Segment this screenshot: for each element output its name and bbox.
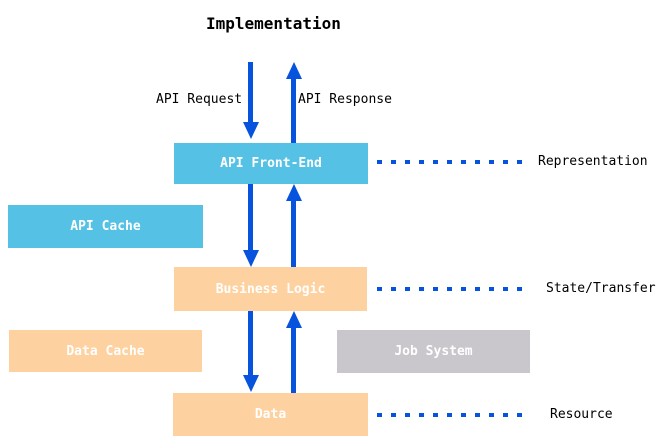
job-system-label: Job System <box>394 344 473 359</box>
arrow-shaft <box>248 184 253 252</box>
arrow-head <box>286 62 302 79</box>
arrow-down-icon <box>243 184 259 267</box>
api-front-end-label: API Front-End <box>220 156 322 171</box>
arrow-up-icon <box>286 311 302 395</box>
api-cache-label: API Cache <box>70 219 141 234</box>
api-request-label: API Request <box>156 92 243 107</box>
api-cache-box: API Cache <box>8 205 203 248</box>
data-box: Data <box>173 393 368 436</box>
business-logic-label: Business Logic <box>215 281 326 297</box>
resource-dashed-line <box>377 413 523 417</box>
arrow-head <box>243 375 259 392</box>
diagram-title: Implementation <box>206 14 341 33</box>
arrow-down-icon <box>243 311 259 392</box>
resource-label: Resource <box>550 407 613 422</box>
representation-dashed-line <box>377 160 523 164</box>
data-label: Data <box>254 407 287 422</box>
arrow-up-icon <box>286 62 302 143</box>
state-transfer-dashed-line <box>377 287 523 291</box>
arrow-head <box>243 250 259 267</box>
state-transfer-label: State/Transfer <box>546 281 656 296</box>
arrow-head <box>243 122 259 139</box>
arrow-shaft <box>248 311 253 377</box>
data-cache-box: Data Cache <box>9 330 202 372</box>
data-cache-label: Data Cache <box>66 343 145 359</box>
arrow-up-icon <box>286 184 302 267</box>
job-system-box: Job System <box>337 330 530 373</box>
arrow-down-icon <box>243 62 259 139</box>
arrow-head <box>286 311 302 328</box>
api-front-end-box: API Front-End <box>174 143 368 184</box>
arrow-shaft <box>291 326 296 395</box>
arrow-shaft <box>291 199 296 267</box>
arrow-head <box>286 184 302 201</box>
business-logic-box: Business Logic <box>174 267 367 311</box>
api-response-label: API Response <box>298 92 392 107</box>
arrow-shaft <box>248 62 253 124</box>
representation-label: Representation <box>538 154 648 169</box>
arrow-shaft <box>291 77 296 143</box>
